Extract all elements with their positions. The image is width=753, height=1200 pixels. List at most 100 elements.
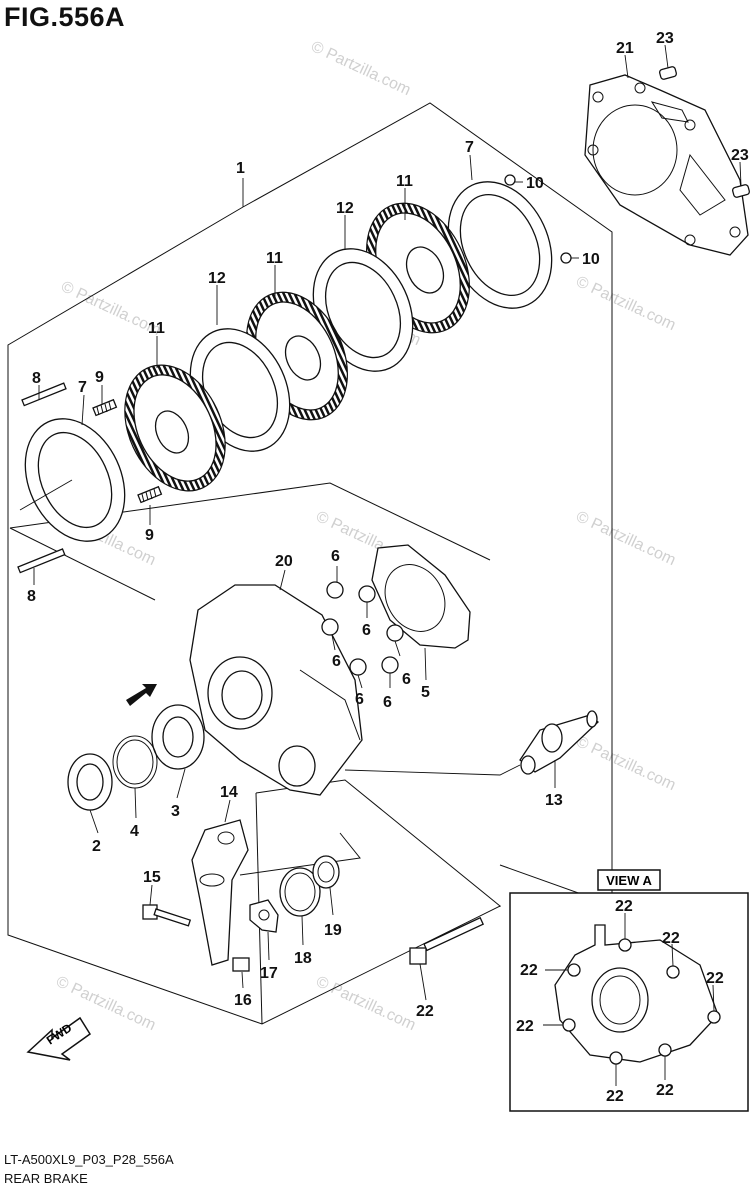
view-a-bolt-hole xyxy=(609,1051,623,1065)
assembly-outline-left xyxy=(7,206,501,1025)
gasket-21-slot xyxy=(679,153,726,216)
bolt-22 xyxy=(409,916,485,965)
callout-22: 22 xyxy=(662,930,680,947)
callout-6: 6 xyxy=(362,622,371,639)
callout-11: 11 xyxy=(148,320,165,337)
spring-18-inner xyxy=(284,872,316,912)
brake-lever-14 xyxy=(191,819,249,966)
callout-6: 6 xyxy=(331,548,340,565)
gasket-21-hole xyxy=(684,234,696,246)
ball-6 xyxy=(326,581,344,599)
callout-22: 22 xyxy=(520,962,538,979)
gasket-5-bore xyxy=(384,564,446,632)
clip-10 xyxy=(560,252,572,264)
callout-1: 1 xyxy=(236,160,245,177)
callout-19: 19 xyxy=(324,922,342,939)
ball-6 xyxy=(358,585,376,603)
view-a-bolt-hole xyxy=(562,1018,576,1032)
callout-22: 22 xyxy=(615,898,633,915)
ball-6 xyxy=(381,656,399,674)
callout-11: 11 xyxy=(396,173,413,190)
seal-19 xyxy=(312,855,340,889)
callout-22: 22 xyxy=(516,1018,534,1035)
seal-outline xyxy=(239,832,361,876)
pin-8 xyxy=(21,382,67,407)
spring-9 xyxy=(92,398,118,417)
callout-22: 22 xyxy=(606,1088,624,1105)
friction-disc-11-spline xyxy=(154,410,190,454)
callout-22: 22 xyxy=(416,1003,434,1020)
callout-22: 22 xyxy=(656,1082,674,1099)
view-a-bolt-hole xyxy=(707,1010,721,1024)
seal-19-inner xyxy=(317,861,335,883)
callout-6: 6 xyxy=(402,671,411,688)
diagram-name: REAR BRAKE xyxy=(4,1171,88,1186)
watermark: © Partzilla.com xyxy=(308,38,413,99)
circlip-4 xyxy=(112,735,158,789)
dowel-pin-23 xyxy=(732,184,750,198)
nut-16 xyxy=(232,957,250,972)
gasket-21-hole xyxy=(729,226,741,238)
pin-8 xyxy=(17,548,66,574)
callout-11: 11 xyxy=(266,250,283,267)
washer-17 xyxy=(249,899,279,933)
lower-outline xyxy=(255,779,501,907)
callout-13: 13 xyxy=(545,792,563,809)
plate-7-bore xyxy=(459,193,541,297)
gasket-21-hole xyxy=(634,82,646,94)
callout-8: 8 xyxy=(27,588,36,605)
gasket-21-hole xyxy=(587,144,599,156)
view-a-label: VIEW A xyxy=(606,873,652,888)
brake-case-20 xyxy=(189,584,363,796)
callout-9: 9 xyxy=(95,369,104,386)
callout-10: 10 xyxy=(582,251,600,268)
figure-title: FIG.556A xyxy=(4,2,126,32)
gasket-5 xyxy=(371,544,471,649)
brake-case-20-inner xyxy=(221,670,263,720)
callout-7: 7 xyxy=(465,139,474,156)
spring-18 xyxy=(279,867,321,917)
gasket-21-hole xyxy=(684,119,696,131)
brake-lever-14-hole xyxy=(217,831,235,845)
callout-23: 23 xyxy=(731,147,749,164)
callout-12: 12 xyxy=(208,270,226,287)
watermark: © Partzilla.com xyxy=(573,273,678,334)
callout-23: 23 xyxy=(656,30,674,47)
diagram-code: LT-A500XL9_P03_P28_556A xyxy=(4,1152,174,1167)
callout-6: 6 xyxy=(383,694,392,711)
watermark: © Partzilla.com xyxy=(313,973,418,1034)
callout-6: 6 xyxy=(355,691,364,708)
callout-5: 5 xyxy=(421,684,430,701)
callout-6: 6 xyxy=(332,653,341,670)
gasket-21-bore xyxy=(592,104,678,196)
watermark: © Partzilla.com xyxy=(573,733,678,794)
callout-10: 10 xyxy=(526,175,544,192)
inner-outline-bottom xyxy=(9,527,156,601)
view-a-bolt-hole xyxy=(618,938,632,952)
callout-14: 14 xyxy=(220,784,238,801)
callout-2: 2 xyxy=(92,838,101,855)
friction-disc-11-spline xyxy=(284,335,322,381)
brake-case-20-edge xyxy=(299,669,361,741)
brake-lever-14-slot xyxy=(199,873,225,887)
gasket-21-slot xyxy=(650,101,689,123)
fwd-arrow-icon: FWD xyxy=(26,1016,92,1061)
view-a-bore xyxy=(591,967,649,1033)
oil-seal-2-inner xyxy=(76,763,104,801)
friction-disc-11-spline xyxy=(405,246,445,294)
ball-6 xyxy=(349,658,367,676)
callout-7: 7 xyxy=(78,379,87,396)
washer-17-hole xyxy=(258,909,270,921)
callout-8: 8 xyxy=(32,370,41,387)
ball-6 xyxy=(321,618,339,636)
bearing-3-inner xyxy=(162,716,194,758)
direction-arrow-icon xyxy=(126,684,157,706)
callout-18: 18 xyxy=(294,950,312,967)
gasket-21-hole xyxy=(592,91,604,103)
callout-17: 17 xyxy=(260,965,278,982)
ball-6 xyxy=(386,624,404,642)
view-a-label-box xyxy=(597,869,661,891)
leader-lines xyxy=(19,44,742,1086)
clip-10 xyxy=(504,174,516,186)
